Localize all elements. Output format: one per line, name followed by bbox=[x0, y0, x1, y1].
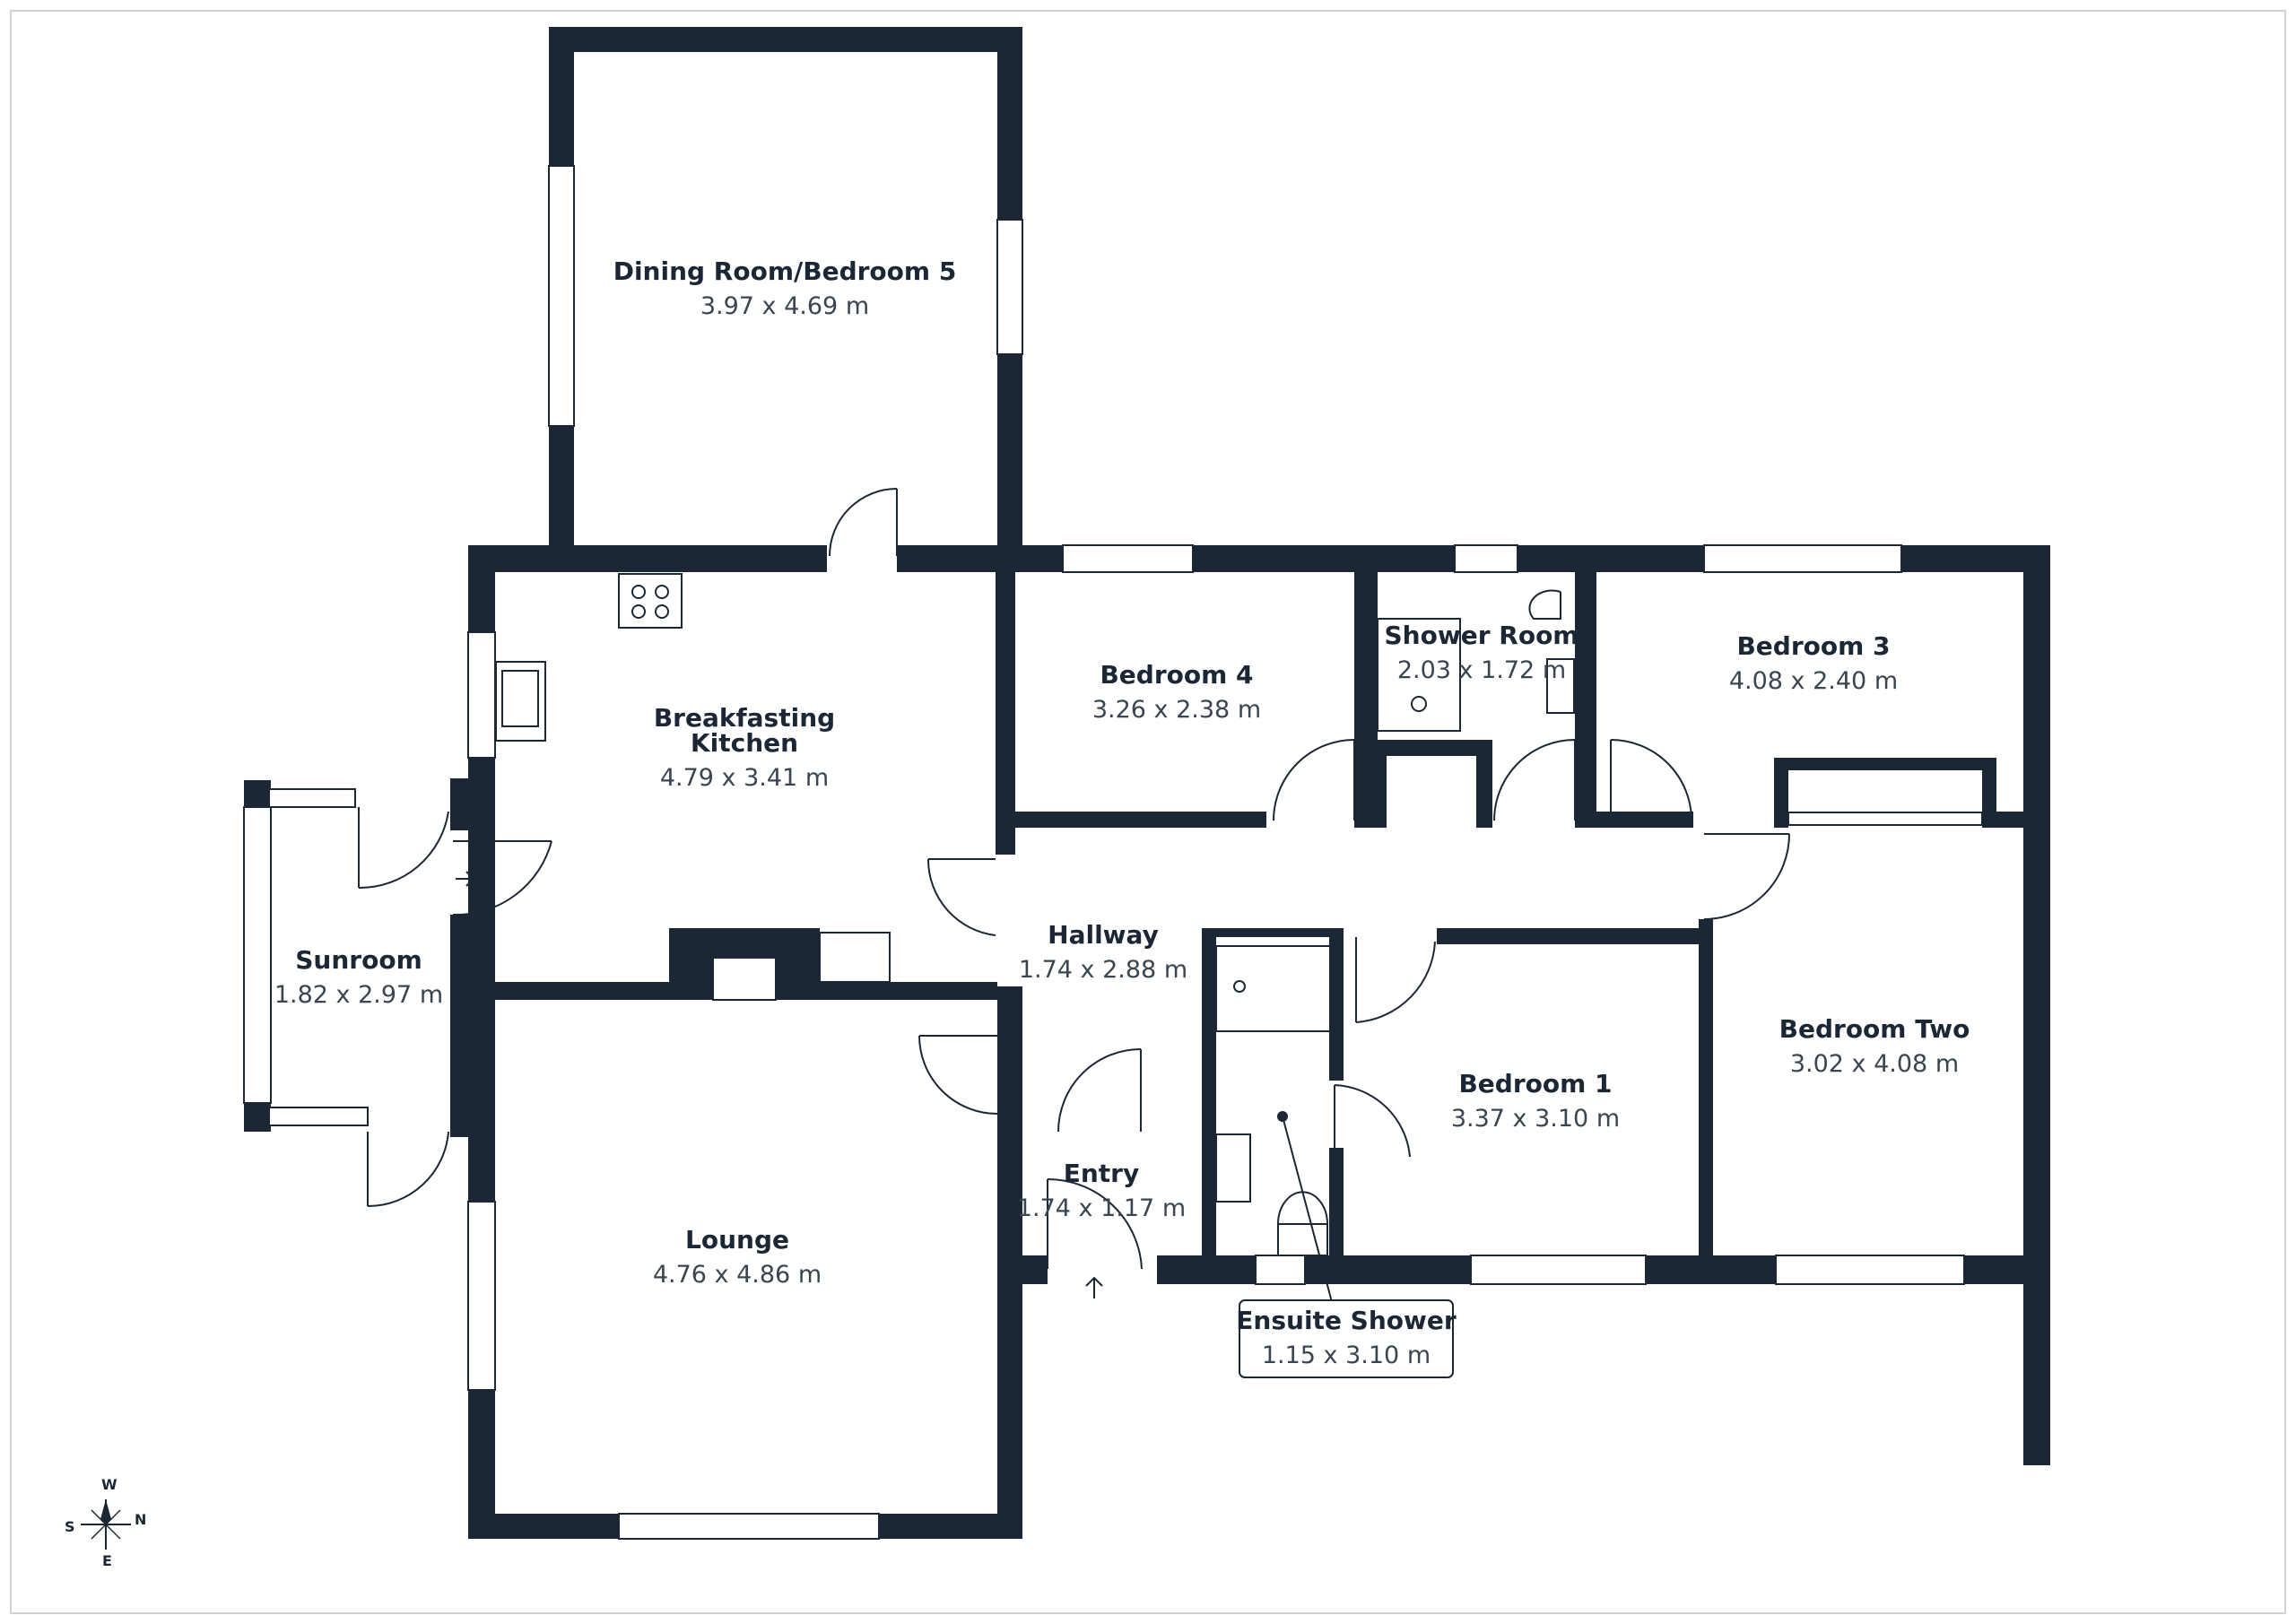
room-label-dining: Dining Room/Bedroom 5 3.97 x 4.69 m bbox=[613, 256, 957, 320]
svg-text:Entry: Entry bbox=[1064, 1159, 1140, 1188]
room-label-lounge: Lounge 4.76 x 4.86 m bbox=[653, 1225, 822, 1289]
svg-text:3.26 x 2.38 m: 3.26 x 2.38 m bbox=[1092, 696, 1261, 724]
svg-text:3.97 x 4.69 m: 3.97 x 4.69 m bbox=[700, 292, 869, 320]
svg-text:4.76 x 4.86 m: 4.76 x 4.86 m bbox=[653, 1261, 822, 1289]
svg-text:Bedroom 4: Bedroom 4 bbox=[1100, 660, 1253, 690]
compass-north: N bbox=[135, 1511, 146, 1528]
room-label-shower: Shower Room 2.03 x 1.72 m bbox=[1385, 621, 1579, 684]
svg-text:Bedroom 3: Bedroom 3 bbox=[1736, 631, 1890, 661]
compass-west: W bbox=[101, 1476, 117, 1493]
svg-text:Hallway: Hallway bbox=[1048, 920, 1159, 950]
compass-east: E bbox=[102, 1552, 112, 1569]
room-label-bedroom3: Bedroom 3 4.08 x 2.40 m bbox=[1729, 631, 1898, 695]
svg-text:Bedroom 1: Bedroom 1 bbox=[1458, 1069, 1612, 1099]
svg-text:Ensuite Shower: Ensuite Shower bbox=[1236, 1306, 1457, 1335]
svg-text:1.82 x 2.97 m: 1.82 x 2.97 m bbox=[274, 981, 443, 1009]
svg-text:Lounge: Lounge bbox=[685, 1225, 789, 1255]
windows bbox=[243, 165, 1983, 1540]
page-border bbox=[10, 10, 2286, 1614]
svg-text:1.15 x 3.10 m: 1.15 x 3.10 m bbox=[1262, 1342, 1431, 1369]
compass-south: S bbox=[65, 1518, 75, 1535]
svg-text:Sunroom: Sunroom bbox=[295, 945, 422, 975]
svg-text:2.03 x 1.72 m: 2.03 x 1.72 m bbox=[1397, 656, 1566, 684]
svg-text:3.37 x 3.10 m: 3.37 x 3.10 m bbox=[1451, 1105, 1620, 1133]
svg-text:Bedroom Two: Bedroom Two bbox=[1779, 1014, 1970, 1044]
svg-text:Breakfasting: Breakfasting bbox=[654, 703, 835, 733]
room-label-sunroom: Sunroom 1.82 x 2.97 m bbox=[274, 945, 443, 1009]
compass-icon: W N S E bbox=[65, 1476, 146, 1569]
svg-text:1.74 x 2.88 m: 1.74 x 2.88 m bbox=[1019, 956, 1187, 984]
doors bbox=[358, 488, 1790, 1270]
svg-text:Dining Room/Bedroom 5: Dining Room/Bedroom 5 bbox=[613, 256, 957, 286]
entrance-arrow-icon bbox=[1085, 1276, 1103, 1298]
svg-text:3.02 x 4.08 m: 3.02 x 4.08 m bbox=[1790, 1050, 1959, 1078]
room-label-bedroom1: Bedroom 1 3.37 x 3.10 m bbox=[1451, 1069, 1620, 1133]
room-label-kitchen: Breakfasting Kitchen 4.79 x 3.41 m bbox=[654, 703, 835, 792]
svg-text:4.79 x 3.41 m: 4.79 x 3.41 m bbox=[660, 764, 829, 792]
room-label-ensuite: Ensuite Shower 1.15 x 3.10 m bbox=[1236, 1299, 1457, 1378]
room-label-hallway: Hallway 1.74 x 2.88 m bbox=[1019, 920, 1187, 984]
svg-text:Kitchen: Kitchen bbox=[691, 728, 798, 758]
room-label-bedroom4: Bedroom 4 3.26 x 2.38 m bbox=[1092, 660, 1261, 724]
svg-text:1.74 x 1.17 m: 1.74 x 1.17 m bbox=[1017, 1194, 1186, 1222]
room-label-entry: Entry 1.74 x 1.17 m bbox=[1017, 1159, 1186, 1222]
room-label-bedroomtwo: Bedroom Two 3.02 x 4.08 m bbox=[1779, 1014, 1970, 1078]
svg-text:4.08 x 2.40 m: 4.08 x 2.40 m bbox=[1729, 667, 1898, 695]
sunroom-door-arrow-icon bbox=[456, 871, 475, 887]
fixtures bbox=[495, 573, 1575, 1303]
svg-text:Shower Room: Shower Room bbox=[1385, 621, 1579, 650]
walls bbox=[244, 27, 2050, 1539]
